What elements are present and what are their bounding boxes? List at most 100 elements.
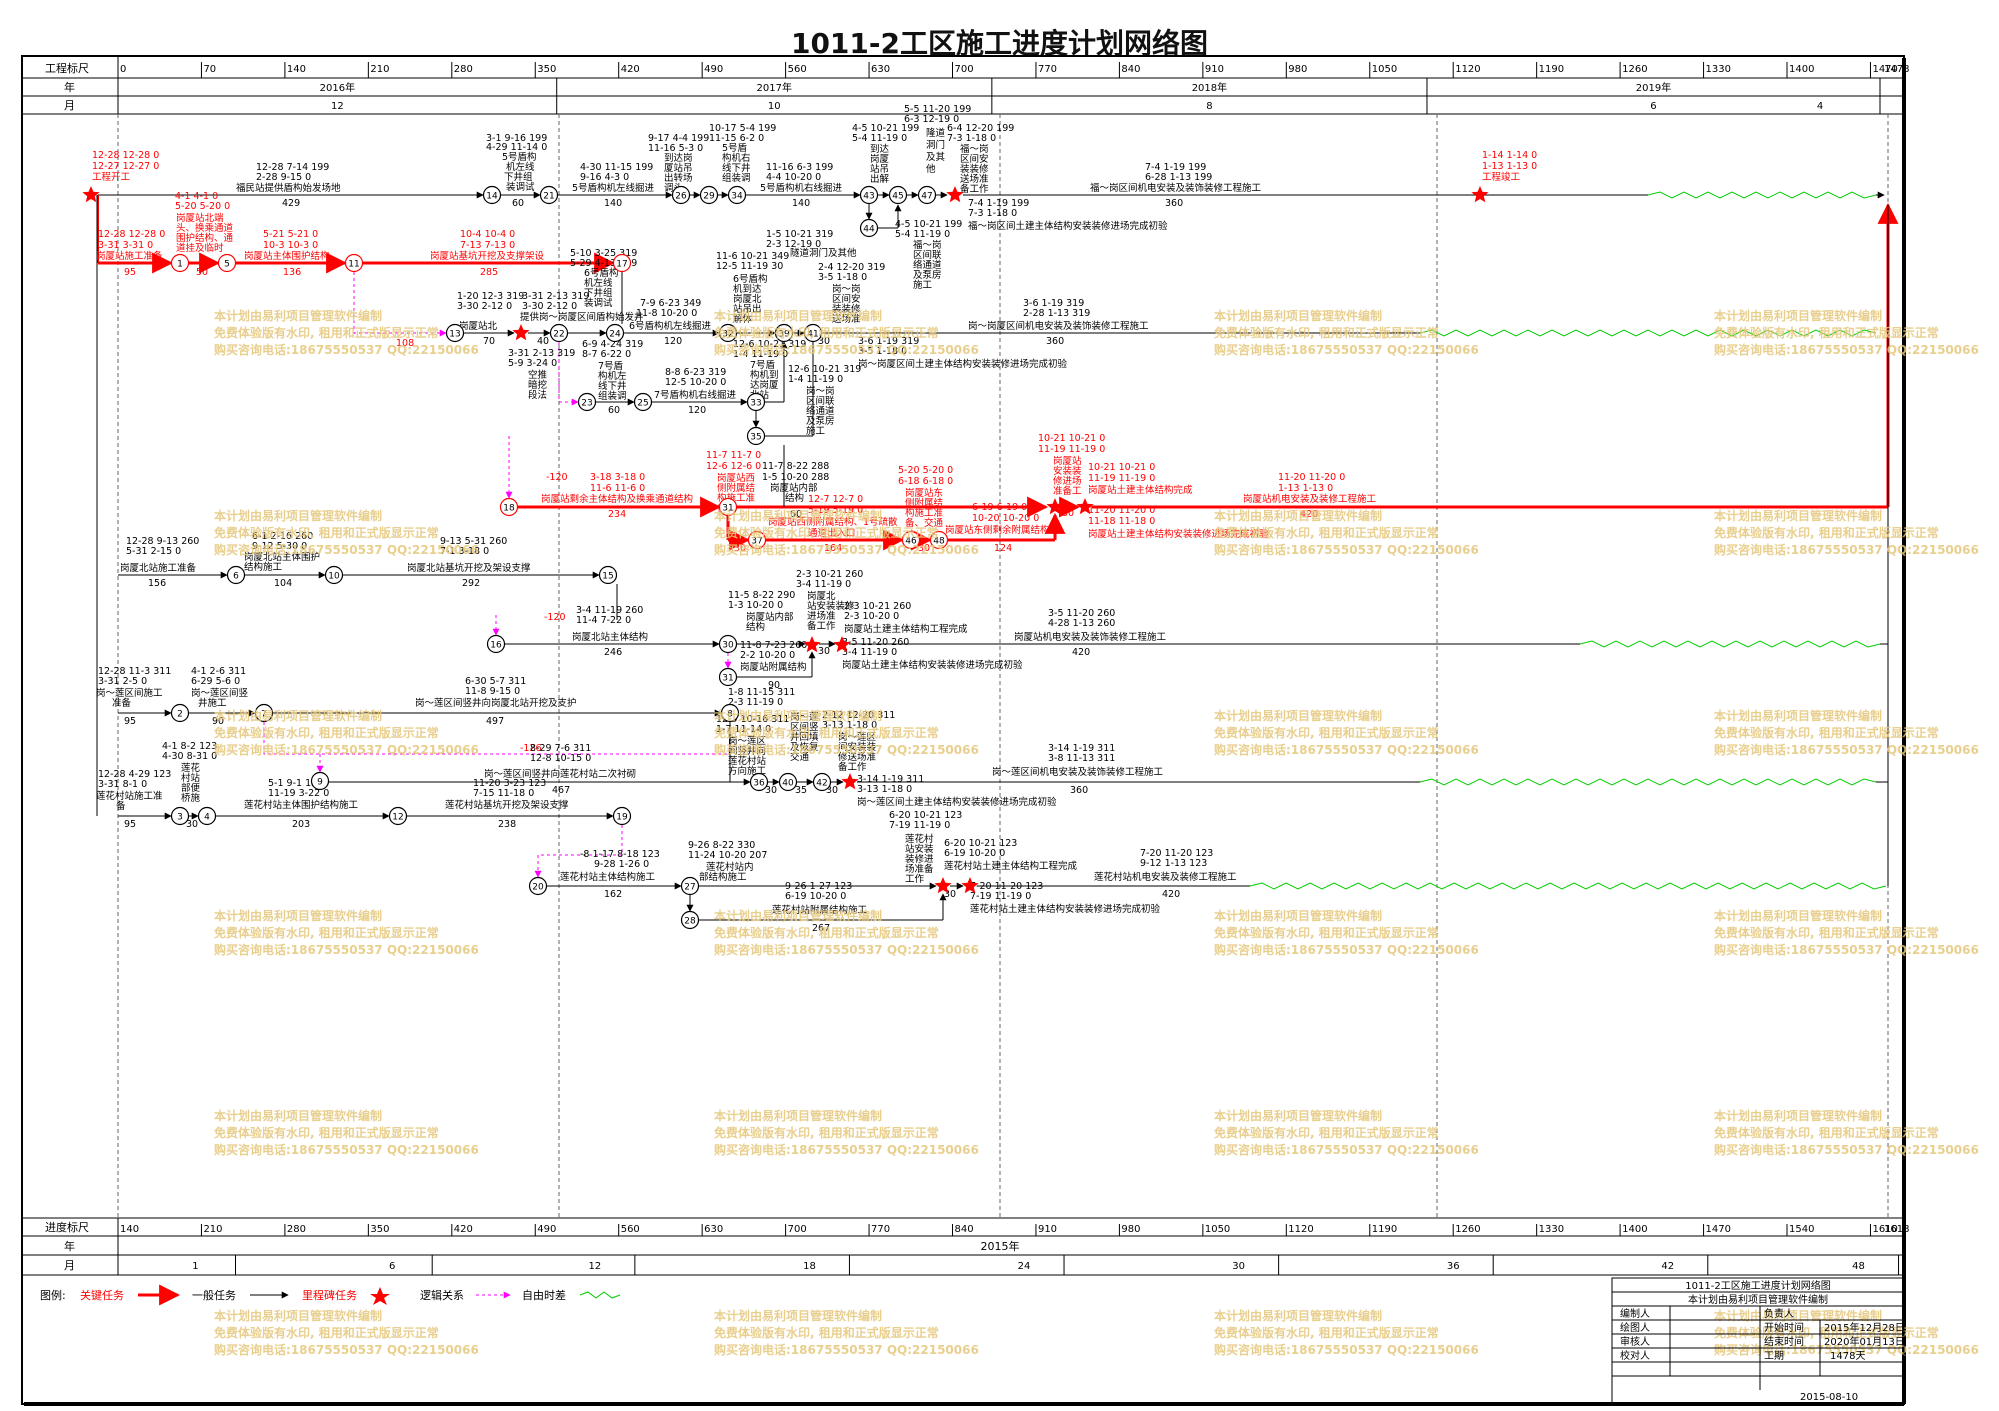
activity-label: 3-30 2-12 0 — [457, 301, 512, 312]
activity-label: 30 — [734, 543, 746, 554]
top-tick-label: 630 — [871, 64, 890, 75]
activity-label: 络通道 — [806, 405, 835, 417]
activity-label: 238 — [498, 819, 516, 830]
watermark-text: 本计划由易利项目管理软件编制 — [714, 908, 882, 923]
legend-logic-label: 逻辑关系 — [420, 1288, 464, 1302]
node-circle — [539, 185, 559, 205]
node-id: 39 — [778, 330, 790, 340]
activity-label: 10-17 5-4 199 — [709, 123, 776, 134]
activity-label: 间竖井向 — [728, 745, 766, 757]
node-id: 28 — [684, 917, 696, 927]
event-node: 2 — [170, 703, 190, 723]
node-id: 27 — [684, 883, 695, 893]
activity-label: 124 — [994, 543, 1012, 554]
activity-label: 岗～莲区间施工 — [96, 687, 163, 699]
activity-label: 108 — [396, 338, 414, 349]
node-id: 31 — [722, 504, 733, 514]
activity-label: 岗～莲 — [790, 711, 819, 723]
activity-label: 11-19 3-22 0 — [268, 788, 329, 799]
node-id: 18 — [503, 504, 515, 514]
activity-label: 4-1 8-2 123 — [162, 741, 217, 752]
activity-label: 5-1 9-1 123 — [268, 778, 323, 789]
watermark-text: 免费体验版有水印, 租用和正式版显示正常 — [714, 1125, 939, 1140]
top-tick-label: 0 — [120, 64, 126, 75]
info-row-3-label: 校对人 — [1620, 1349, 1650, 1362]
node-circle — [633, 392, 653, 412]
activity-label: 站吊出 — [733, 303, 762, 315]
node-circle — [803, 323, 823, 343]
activity-label: 136 — [283, 267, 301, 278]
watermark-text: 免费体验版有水印, 租用和正式版显示正常 — [1714, 725, 1939, 740]
activity-label: 暗挖 — [528, 379, 548, 391]
bottom-tick-label: 1260 — [1455, 1224, 1480, 1235]
bottom-month-label: 6 — [389, 1261, 395, 1272]
activity-label: 9-26 8-22 330 — [688, 840, 755, 851]
activity-label: 8-8 6-23 319 — [665, 367, 726, 378]
activity-label: 285 — [480, 267, 498, 278]
activity-label: 工程竣工 — [1482, 171, 1521, 183]
activity-label: 12-8 10-15 0 — [530, 753, 591, 764]
bottom-tick-label: 1120 — [1288, 1224, 1313, 1235]
node-circle — [605, 323, 625, 343]
watermark-text: 免费体验版有水印, 租用和正式版显示正常 — [1214, 525, 1439, 540]
activity-label: 5号盾构 — [502, 151, 537, 163]
watermark-text: 本计划由易利项目管理软件编制 — [1214, 508, 1382, 523]
activity-label: -120 — [544, 612, 566, 623]
activity-label: 岗厦站土建主体结构安装装修进场完成初验 — [842, 659, 1023, 671]
activity-label: 104 — [274, 578, 292, 589]
activity-label: 50 — [196, 267, 208, 278]
activity-label: 福～岗区间机电安装及装饰装修工程施工 — [1090, 182, 1262, 194]
info-row-2-value2: 2020年01月13日 — [1824, 1335, 1905, 1348]
activity-label: 备工作 — [838, 761, 867, 773]
activity-label: 7-20 11-20 123 — [1140, 848, 1213, 859]
activity-label: 7-20 11-20 123 — [970, 881, 1043, 892]
event-node: 23 — [577, 392, 597, 412]
activity-label: 岗～莲区间竖井向莲花村站二次衬砌 — [484, 768, 636, 780]
activity-label: 解体 — [733, 313, 753, 325]
watermark-text: 本计划由易利项目管理软件编制 — [714, 708, 882, 723]
activity-label: 5-4 11-19 0 — [852, 133, 907, 144]
bottom-tick-label: 1610 — [1872, 1224, 1897, 1235]
watermark-text: 免费体验版有水印, 租用和正式版显示正常 — [1214, 1325, 1439, 1340]
activity-label: 4-28 1-13 260 — [1048, 618, 1115, 629]
event-node: 7 — [254, 703, 274, 723]
watermark-text: 本计划由易利项目管理软件编制 — [214, 1108, 382, 1123]
watermark-text: 本计划由易利项目管理软件编制 — [714, 308, 882, 323]
activity-label: 6号盾构 — [584, 267, 619, 279]
top-tick-label: 70 — [203, 64, 216, 75]
event-node: 10 — [324, 565, 344, 585]
activity-label: 11-6 10-21 349 — [716, 251, 789, 262]
milestone-star-icon — [934, 877, 952, 894]
activity-label: 7号盾 — [750, 359, 776, 371]
activity-label: 4-30 11-15 199 — [580, 162, 653, 173]
bottom-tick-label: 1190 — [1372, 1224, 1397, 1235]
year-label: 2017年 — [757, 81, 792, 94]
activity-label: 12-28 12-28 0 — [92, 150, 159, 161]
activity-label: 3-6 1-19 319 — [1023, 298, 1084, 309]
activity-label: 村站 — [181, 772, 201, 784]
bottom-ruler-label: 进度标尺 — [45, 1220, 89, 1234]
activity-label: 工程开工 — [92, 172, 131, 183]
watermark-text: 购买咨询电话:18675550537 QQ:22150066 — [1714, 742, 1979, 757]
activity-label: 12-9 10-16 311 — [716, 714, 789, 725]
activity-label: 岗厦站基坑开挖及支撑架设 — [430, 250, 545, 262]
activity-label: 他 — [926, 163, 936, 175]
activity-label: 6-19 6-19 0 — [972, 502, 1027, 513]
activity-label: 2-28 9-15 0 — [256, 172, 311, 183]
activity-label: 11-8 7-23 260 — [740, 640, 807, 651]
event-node: 15 — [598, 565, 618, 585]
activity-label: 6-9 4-24 319 — [582, 339, 643, 350]
activity-label: 岗厦站机电安装及装修工程施工 — [1243, 493, 1377, 505]
activity-label: 岗～莲区间土建主体结构安装装修进场完成初验 — [857, 796, 1057, 808]
watermark-text: 本计划由易利项目管理软件编制 — [214, 1308, 382, 1323]
bottom-tick-label: 1470 — [1706, 1224, 1731, 1235]
node-circle — [929, 530, 949, 550]
activity-label: 岗厦 — [870, 154, 890, 165]
watermark-text: 本计划由易利项目管理软件编制 — [1714, 508, 1882, 523]
watermark-text: 本计划由易利项目管理软件编制 — [1214, 308, 1382, 323]
watermark-text: 本计划由易利项目管理软件编制 — [214, 708, 382, 723]
activity-label: 5号盾构机左线掘进 — [572, 182, 655, 194]
activity-label: 达岗厦 — [750, 379, 779, 391]
activity-label: 3-5 1-18 0 — [858, 346, 907, 357]
